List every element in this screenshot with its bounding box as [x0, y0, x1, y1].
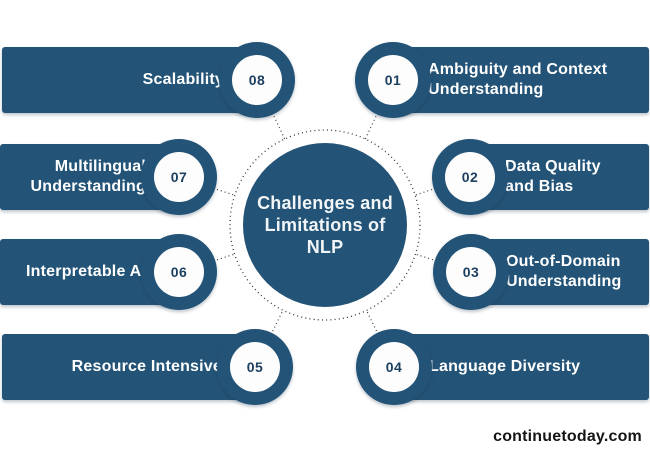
item-number: 04: [385, 359, 403, 375]
item-number: 05: [246, 359, 264, 375]
central-title-circle: Challenges and Limitations of NLP: [243, 143, 407, 307]
diagram-title-line: Limitations of: [264, 215, 386, 235]
item-label: Interpretable AI: [26, 263, 146, 280]
item-label: Resource Intensive: [71, 358, 222, 375]
item-number: 07: [170, 169, 188, 185]
item-label: Language Diversity: [429, 358, 581, 375]
connector-line: [365, 310, 395, 368]
item-number-badge: 05: [230, 342, 280, 392]
dotted-ring: [229, 129, 421, 321]
diagram-title-line: NLP: [306, 237, 344, 257]
item-number: 06: [170, 264, 188, 280]
item-bar-language-diversity: Language Diversity: [394, 334, 649, 400]
watermark-text: continuetoday.com: [493, 428, 642, 445]
item-bar-scalability: Scalability: [2, 47, 257, 113]
item-bar-resource-intensive: Resource Intensive: [2, 334, 255, 400]
item-number-badge: 08: [232, 55, 282, 105]
item-number: 01: [384, 72, 402, 88]
item-number-badge: 01: [368, 55, 418, 105]
item-label: Scalability: [142, 71, 224, 88]
item-number-badge: 07: [154, 152, 204, 202]
connector-line: [415, 253, 472, 273]
item-label: Out-of-Domain Understanding: [506, 253, 622, 290]
connector-line: [178, 176, 235, 196]
item-number-badge: 04: [369, 342, 419, 392]
item-label: Ambiguity and Context Understanding: [428, 61, 608, 98]
item-number: 08: [248, 72, 266, 88]
item-number: 02: [461, 169, 479, 185]
item-number-badge: 03: [446, 247, 496, 297]
connector-line: [254, 309, 284, 368]
item-bar-ambiguity-and-context-understanding: Ambiguity and Context Understanding: [393, 47, 649, 113]
item-number-badge: 06: [154, 247, 204, 297]
diagram-title-line: Challenges and: [257, 193, 393, 213]
item-label: Multilingual Understanding: [30, 158, 146, 195]
item-number: 03: [462, 264, 480, 280]
connector-line: [178, 253, 235, 273]
item-number-badge: 02: [445, 152, 495, 202]
item-label: Data Quality and Bias: [505, 158, 601, 195]
